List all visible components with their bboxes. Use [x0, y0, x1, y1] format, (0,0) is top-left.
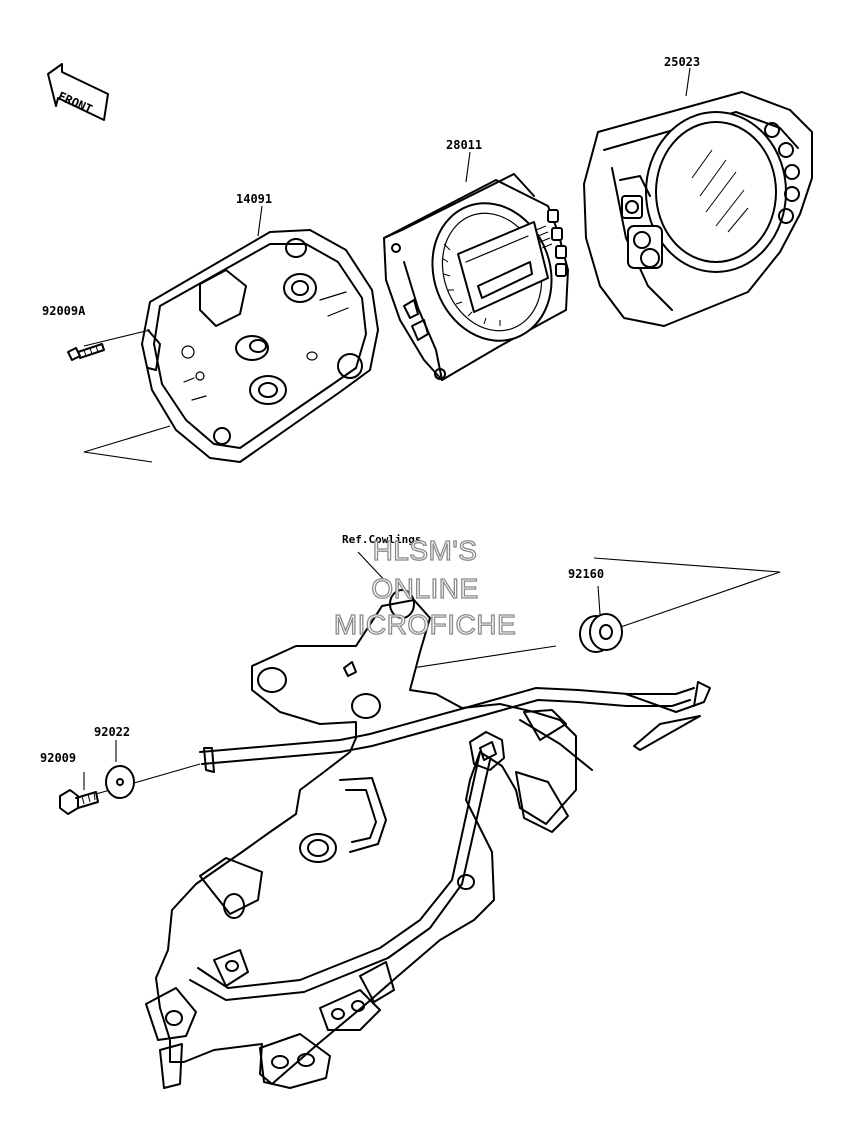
label-92009: 92009	[40, 751, 76, 765]
ref-cowlings-label: Ref.Cowlings	[342, 533, 421, 546]
washer-92022-part[interactable]	[105, 765, 135, 799]
screw-92009a-part[interactable]	[67, 343, 105, 361]
grommet-92160-part[interactable]	[579, 613, 623, 653]
label-92022: 92022	[94, 725, 130, 739]
label-92160: 92160	[568, 567, 604, 581]
label-14091: 14091	[236, 192, 272, 206]
meter-bracket-part[interactable]	[145, 589, 711, 1089]
watermark-line2: ONLINE	[371, 573, 478, 604]
meter-case-part[interactable]	[141, 229, 379, 463]
meter-cover-part[interactable]	[583, 91, 813, 327]
label-92009a: 92009A	[42, 304, 86, 318]
bolt-92009-part[interactable]	[59, 789, 99, 815]
watermark-line3: MICROFICHE	[334, 609, 516, 640]
front-arrow-icon: FRONT	[47, 63, 109, 121]
label-25023: 25023	[664, 55, 700, 69]
label-28011: 28011	[446, 138, 482, 152]
meter-assembly-part[interactable]	[383, 173, 570, 381]
watermark-line1: HLSM'S	[373, 535, 478, 566]
